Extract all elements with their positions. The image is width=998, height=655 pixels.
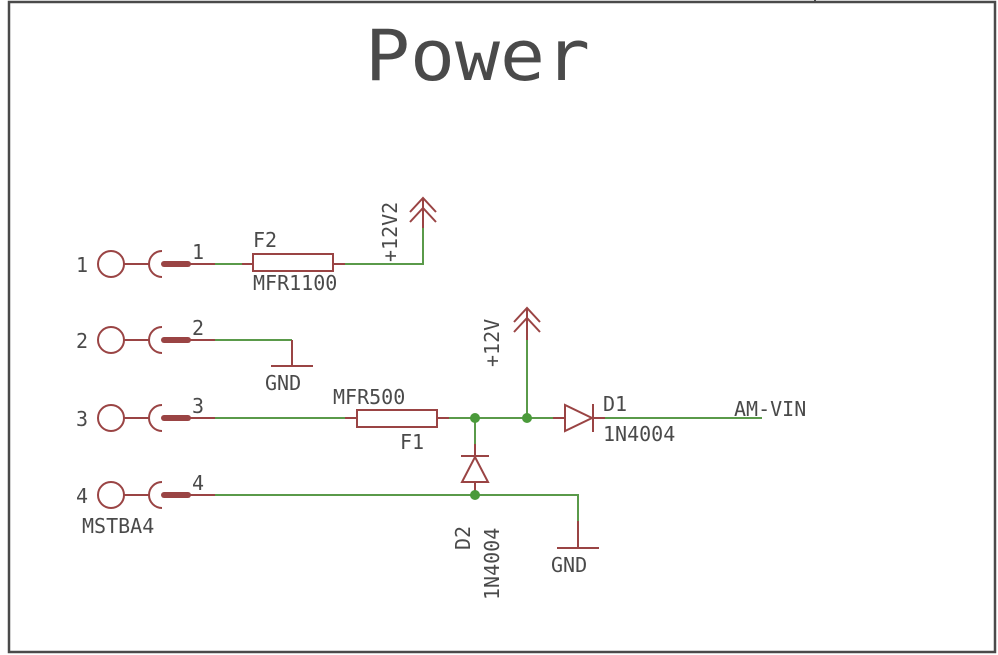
pad-label: 4 xyxy=(192,471,204,495)
pad-label: 1 xyxy=(192,240,204,264)
connector-name: MSTBA4 xyxy=(82,514,154,538)
wire xyxy=(215,494,579,521)
pin-number-label: 1 xyxy=(76,253,88,277)
diode-icon xyxy=(564,403,595,433)
junction-dot xyxy=(470,413,480,423)
ground-symbol-1[interactable]: GND xyxy=(265,365,313,395)
connector-pin-3[interactable]: 3 3 xyxy=(76,394,215,432)
supply-arrow-icon xyxy=(409,196,437,213)
diode-value: 1N4004 xyxy=(603,422,675,446)
diode-value: 1N4004 xyxy=(480,528,504,600)
fuse-icon xyxy=(252,253,334,272)
pin-number-label: 3 xyxy=(76,407,88,431)
supply-arrow-icon xyxy=(513,306,541,323)
ground-name: GND xyxy=(265,371,301,395)
wire xyxy=(345,228,424,265)
pad-label: 2 xyxy=(192,316,204,340)
pin-terminal-icon xyxy=(97,404,125,432)
ground-symbol-2[interactable]: GND xyxy=(551,547,599,577)
pin-number-label: 4 xyxy=(76,484,88,508)
fuse-ref: F1 xyxy=(400,430,424,454)
fuse-icon xyxy=(356,409,438,428)
pin-terminal-icon xyxy=(97,250,125,278)
fuse-ref: F2 xyxy=(253,228,277,252)
pin-socket-icon xyxy=(148,404,163,432)
diode-ref: D2 xyxy=(451,526,475,550)
diode-d1[interactable]: D1 1N4004 xyxy=(564,392,675,446)
pin-terminal-icon xyxy=(97,326,125,354)
fuse-value: MFR1100 xyxy=(253,271,337,295)
sheet-frame xyxy=(7,0,997,654)
pin-terminal-icon xyxy=(97,481,125,509)
pin-number-label: 2 xyxy=(76,329,88,353)
supply-name: +12V xyxy=(480,319,504,367)
connector-pin-1[interactable]: 1 1 xyxy=(76,240,215,278)
ground-name: GND xyxy=(551,553,587,577)
connector-pin-4[interactable]: 4 4 xyxy=(76,471,215,509)
diode-icon xyxy=(460,454,490,483)
junction-dot xyxy=(470,490,480,500)
diode-ref: D1 xyxy=(603,392,627,416)
junction-dot xyxy=(522,413,532,423)
diode-d2[interactable]: D2 1N4004 xyxy=(451,454,504,600)
connector-pin-2[interactable]: 2 2 xyxy=(76,316,215,354)
pin-socket-icon xyxy=(148,481,163,509)
fuse-f1[interactable]: MFR500 F1 xyxy=(333,385,438,454)
pin-socket-icon xyxy=(148,250,163,278)
supply-12v2[interactable]: +12V2 xyxy=(378,196,437,262)
supply-name: +12V2 xyxy=(378,202,402,262)
fuse-f2[interactable]: F2 MFR1100 xyxy=(252,228,337,295)
fuse-value: MFR500 xyxy=(333,385,405,409)
pin-socket-icon xyxy=(148,326,163,354)
supply-12v[interactable]: +12V xyxy=(480,306,541,367)
pad-label: 3 xyxy=(192,394,204,418)
net-label-am-vin[interactable]: AM-VIN xyxy=(734,397,806,421)
sheet-title: Power xyxy=(365,15,590,97)
